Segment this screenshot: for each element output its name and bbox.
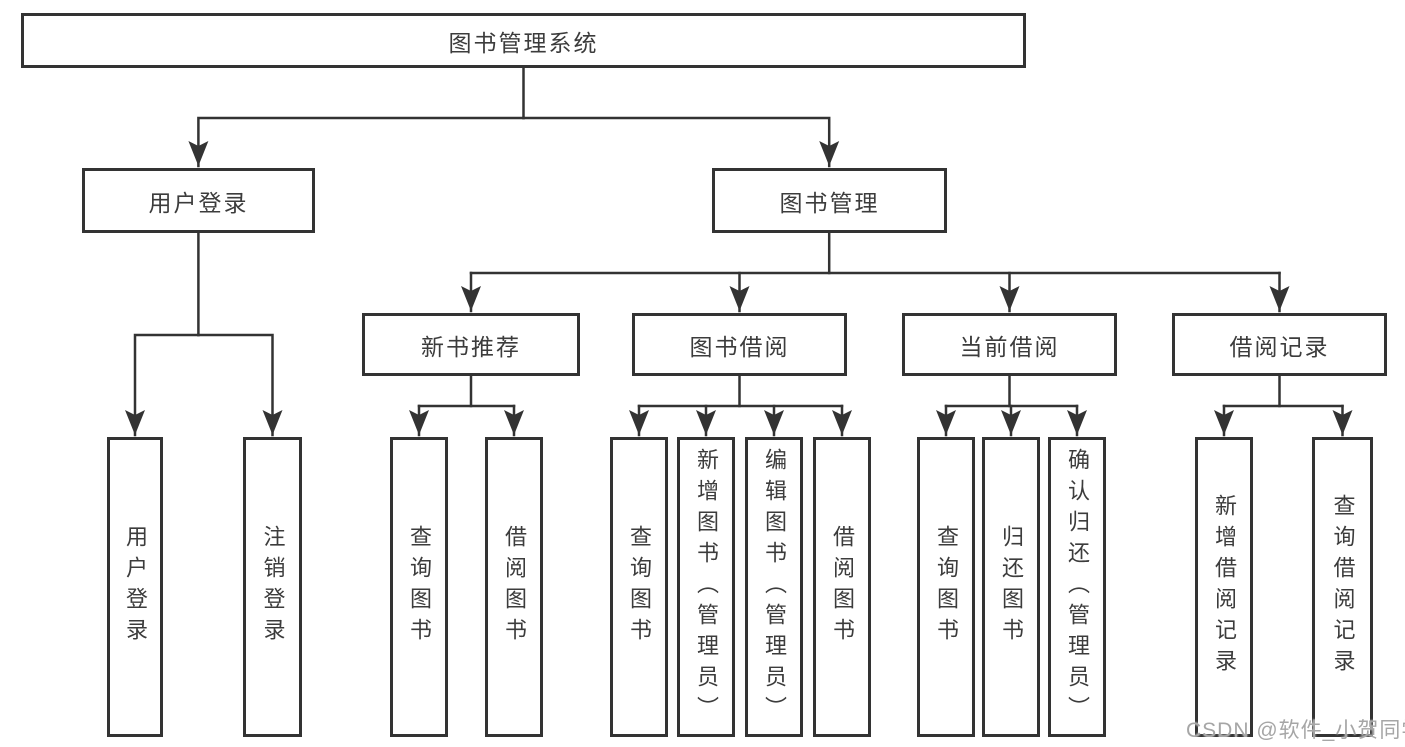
node-label: 借阅图书: [830, 525, 855, 649]
node-user-login: 用户登录: [82, 168, 315, 233]
node-label: 新增图书（管理员）: [694, 447, 719, 727]
node-label: 借阅记录: [1229, 333, 1330, 360]
node-label: 确认归还（管理员）: [1065, 447, 1090, 727]
leaf-borrow-books-recommend: 借阅图书: [485, 437, 543, 737]
leaf-query-books-recommend: 查询图书: [390, 437, 448, 737]
node-label: 用户登录: [148, 189, 249, 216]
node-label: 图书管理: [779, 189, 880, 216]
node-book-management: 图书管理: [712, 168, 947, 233]
node-current-borrow: 当前借阅: [902, 313, 1117, 376]
node-label: 图书借阅: [689, 333, 790, 360]
leaf-borrow-books: 借阅图书: [813, 437, 871, 737]
leaf-query-borrow-record: 查询借阅记录: [1312, 437, 1373, 737]
leaf-query-books-borrow: 查询图书: [610, 437, 668, 737]
leaf-return-book: 归还图书: [982, 437, 1040, 737]
leaf-logout: 注销登录: [243, 437, 302, 737]
node-book-borrow: 图书借阅: [632, 313, 847, 376]
csdn-watermark: CSDN @软件_小贺同学: [1186, 719, 1405, 742]
leaf-add-book-admin: 新增图书（管理员）: [677, 437, 735, 737]
node-label: 新书推荐: [421, 333, 521, 360]
leaf-query-books-current: 查询图书: [917, 437, 975, 737]
leaf-add-borrow-record: 新增借阅记录: [1195, 437, 1253, 737]
node-label: 注销登录: [260, 525, 286, 649]
node-label: 查询图书: [934, 525, 959, 649]
leaf-user-login: 用户登录: [107, 437, 163, 737]
node-new-book-recommend: 新书推荐: [362, 313, 580, 376]
node-label: 查询借阅记录: [1330, 494, 1356, 680]
node-label: 查询图书: [627, 525, 652, 649]
leaf-edit-book-admin: 编辑图书（管理员）: [745, 437, 803, 737]
node-label: 用户登录: [123, 525, 148, 649]
leaf-confirm-return-admin: 确认归还（管理员）: [1048, 437, 1106, 737]
node-label: 编辑图书（管理员）: [762, 447, 787, 727]
node-label: 查询图书: [407, 525, 432, 649]
node-library-management-system: 图书管理系统: [21, 13, 1026, 68]
node-label: 当前借阅: [959, 333, 1060, 360]
node-label: 借阅图书: [502, 525, 527, 649]
node-borrow-records: 借阅记录: [1172, 313, 1387, 376]
node-label: 归还图书: [999, 525, 1024, 649]
node-label: 新增借阅记录: [1212, 494, 1237, 680]
node-label: 图书管理系统: [448, 29, 599, 56]
